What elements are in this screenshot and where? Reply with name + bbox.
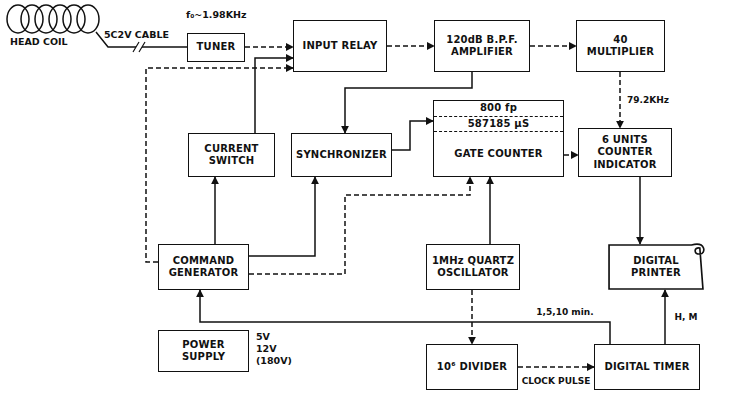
signal-label: 79.2KHz <box>626 95 670 105</box>
voltage-label: 5V <box>256 332 270 343</box>
control-line <box>392 121 433 150</box>
coil-winding <box>7 5 29 33</box>
control-line <box>639 177 641 244</box>
signal-label: H, M <box>673 312 698 322</box>
signal-label: CLOCK PULSE <box>521 376 592 386</box>
box-label: CURRENT SWITCH <box>192 143 271 168</box>
box-label: 1MHz QUARTZ OSCILLATOR <box>430 255 516 280</box>
divider-box: 10⁶ DIVIDER <box>426 344 518 390</box>
control-line <box>200 290 610 344</box>
box-label: DIGITAL TIMER <box>604 361 689 374</box>
coil-winding <box>49 5 71 33</box>
signal-line <box>564 154 578 156</box>
oscillator-box: 1MHz QUARTZ OSCILLATOR <box>426 244 520 290</box>
signal-line <box>245 46 293 48</box>
box-label: 40 MULTIPLIER <box>580 34 661 59</box>
cable-name: 5C2V CABLE <box>104 30 169 41</box>
signal-label: 1,5,10 min. <box>535 307 594 317</box>
frequency-label: f₀~1.98KHz <box>186 10 247 21</box>
box-label: INPUT RELAY <box>303 40 378 53</box>
power-box: POWER SUPPLY <box>158 330 249 372</box>
voltage-label: 12V <box>256 344 277 355</box>
generator-box: COMMAND GENERATOR <box>158 244 249 290</box>
printer-box: DIGITAL PRINTER <box>608 244 704 290</box>
box-label: GATE COUNTER <box>434 132 563 176</box>
multiplier-box: 40 MULTIPLIER <box>576 20 665 72</box>
voltage-label: (180V) <box>256 356 292 367</box>
signal-line <box>518 366 594 368</box>
relay-box: INPUT RELAY <box>293 20 387 72</box>
head-coil-illustration <box>7 5 99 33</box>
box-label: DIGITAL PRINTER <box>611 255 701 280</box>
signal-line <box>146 68 293 262</box>
control-line <box>664 290 666 344</box>
coil-winding <box>77 5 99 33</box>
amplifier-box: 120dB B.P.F. AMPLIFIER <box>434 20 530 72</box>
part-name: HEAD COIL <box>10 37 68 48</box>
control-line <box>249 177 315 256</box>
counter-box: 800 fp587185 μSGATE COUNTER <box>433 100 564 177</box>
box-label: COMMAND GENERATOR <box>162 255 245 280</box>
control-line <box>489 177 491 244</box>
coil-winding <box>21 5 43 33</box>
cable-break-mark <box>133 42 145 52</box>
coil-winding <box>63 5 85 33</box>
indicator-box: 6 UNITS COUNTER INDICATOR <box>578 128 672 177</box>
synchronizer-box: SYNCHRONIZER <box>291 133 392 177</box>
box-label: POWER SUPPLY <box>162 339 245 364</box>
box-label: TUNER <box>197 41 236 54</box>
box-label: 10⁶ DIVIDER <box>437 361 507 374</box>
signal-line <box>619 72 621 128</box>
box-label: 6 UNITS COUNTER INDICATOR <box>582 134 668 172</box>
box-label: SYNCHRONIZER <box>296 149 387 162</box>
timer-box: DIGITAL TIMER <box>594 344 700 390</box>
signal-line <box>387 45 434 47</box>
switch-box: CURRENT SWITCH <box>188 133 275 177</box>
box-label: 587185 μS <box>434 117 563 133</box>
coil-winding <box>35 5 57 33</box>
tuner-box: TUNER <box>187 33 245 62</box>
control-line <box>214 177 216 244</box>
box-label: 800 fp <box>434 101 563 117</box>
signal-line <box>471 290 473 344</box>
signal-line <box>530 45 576 47</box>
control-line <box>255 58 293 133</box>
box-label: 120dB B.P.F. AMPLIFIER <box>438 34 526 59</box>
